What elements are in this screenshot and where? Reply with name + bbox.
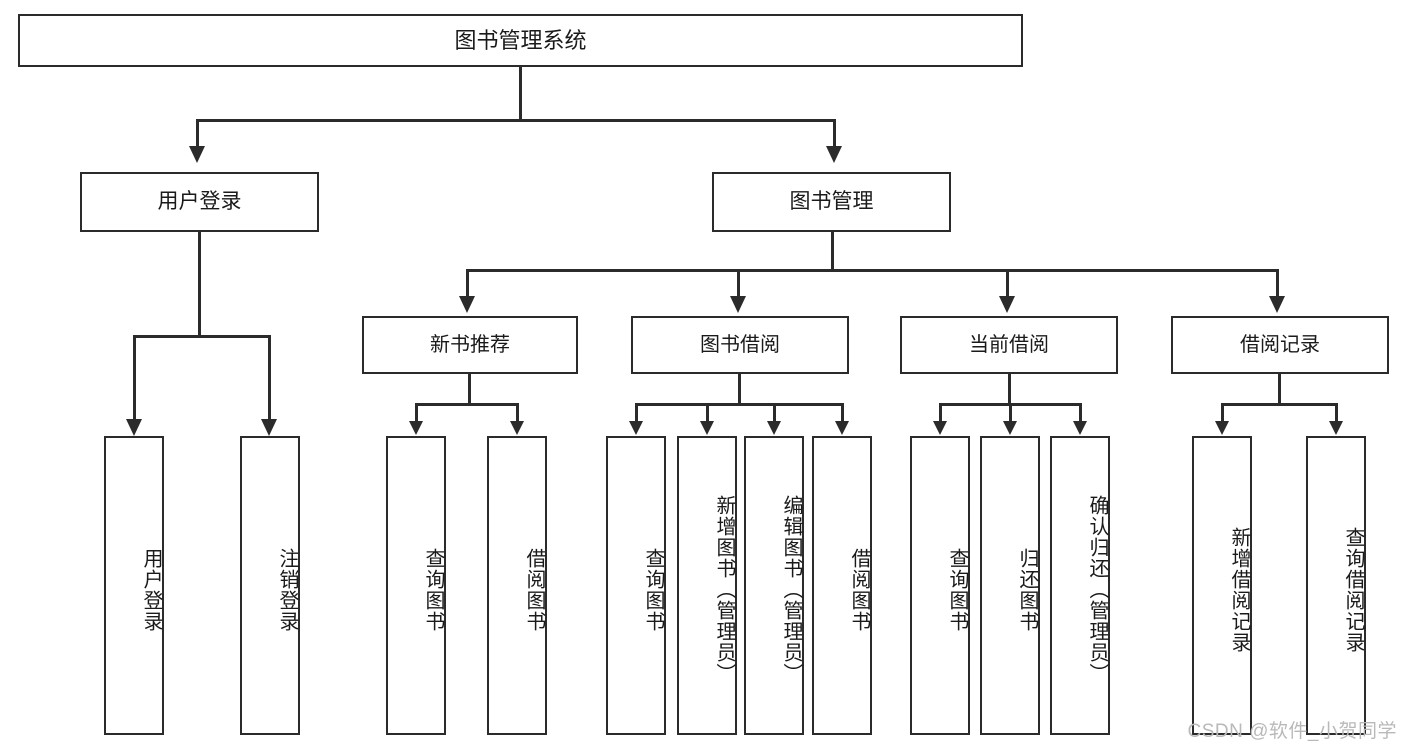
node-label: 图书管理	[789, 189, 874, 213]
leaf-label: 用户登录	[140, 547, 162, 632]
connector-new-book-leaf2	[516, 403, 519, 421]
leaf-confirm-return-admin[interactable]: 确认归还（管理员）	[1050, 436, 1110, 735]
connector-current-borrow-leaf2	[1009, 403, 1012, 421]
node-borrow-record[interactable]: 借阅记录	[1171, 316, 1389, 374]
node-current-borrow[interactable]: 当前借阅	[900, 316, 1118, 374]
leaf-label: 借阅图书	[848, 547, 870, 632]
leaf-label: 注销登录	[276, 547, 298, 632]
node-label: 新书推荐	[430, 333, 510, 356]
connector-borrow-record-bus	[1221, 403, 1336, 406]
arrowhead-book-borrow-leaf4	[835, 421, 849, 435]
connector-book-borrow-leaf2	[706, 403, 709, 421]
leaf-add-book-admin[interactable]: 新增图书（管理员）	[677, 436, 737, 735]
arrowhead-borrow-record-leaf1	[1215, 421, 1229, 435]
arrowhead-leaf-user-login	[126, 419, 142, 436]
connector-current-borrow-leaf3	[1079, 403, 1082, 421]
arrowhead-borrow-record-leaf2	[1329, 421, 1343, 435]
arrowhead-book-borrow	[730, 296, 746, 313]
node-label: 图书借阅	[700, 333, 780, 356]
connector-book-borrow-stem	[738, 374, 741, 405]
leaf-label: 借阅图书	[523, 547, 545, 632]
leaf-query-book-recommend[interactable]: 查询图书	[386, 436, 446, 735]
connector-user-login-leaf1	[133, 335, 136, 421]
connector-to-new-book	[466, 269, 469, 296]
connector-new-book-stem	[468, 374, 471, 405]
arrowhead-user-login	[189, 146, 205, 163]
connector-root-to-user-login	[196, 119, 199, 146]
connector-to-book-borrow	[737, 269, 740, 296]
arrowhead-current-borrow-leaf3	[1073, 421, 1087, 435]
arrowhead-book-borrow-leaf3	[767, 421, 781, 435]
connector-to-borrow-record	[1276, 269, 1279, 296]
node-new-book-recommend[interactable]: 新书推荐	[362, 316, 578, 374]
connector-new-book-leaf1	[415, 403, 418, 421]
leaf-edit-book-admin[interactable]: 编辑图书（管理员）	[744, 436, 804, 735]
node-label: 当前借阅	[969, 333, 1049, 356]
connector-root-stem	[519, 67, 522, 119]
leaf-query-book-current[interactable]: 查询图书	[910, 436, 970, 735]
connector-current-borrow-stem	[1008, 374, 1011, 405]
connector-book-mgmt-stem	[831, 232, 834, 271]
connector-user-login-bus	[133, 335, 271, 338]
arrowhead-current-borrow-leaf2	[1003, 421, 1017, 435]
leaf-label: 确认归还（管理员）	[1086, 495, 1108, 684]
connector-new-book-bus	[415, 403, 517, 406]
connector-root-bus	[196, 119, 836, 122]
connector-book-borrow-leaf3	[773, 403, 776, 421]
leaf-label: 查询图书	[422, 547, 444, 632]
connector-user-login-leaf2	[268, 335, 271, 421]
connector-root-to-book-mgmt	[833, 119, 836, 146]
leaf-label: 编辑图书（管理员）	[780, 495, 802, 684]
leaf-label: 新增借阅记录	[1228, 526, 1250, 653]
arrowhead-book-mgmt	[826, 146, 842, 163]
leaf-add-borrow-record[interactable]: 新增借阅记录	[1192, 436, 1252, 735]
node-book-borrow[interactable]: 图书借阅	[631, 316, 849, 374]
arrowhead-new-book	[459, 296, 475, 313]
connector-current-borrow-leaf1	[939, 403, 942, 421]
arrowhead-book-borrow-leaf1	[629, 421, 643, 435]
leaf-query-book-borrow[interactable]: 查询图书	[606, 436, 666, 735]
leaf-label: 查询图书	[642, 547, 664, 632]
node-root-system[interactable]: 图书管理系统	[18, 14, 1023, 67]
node-label: 借阅记录	[1240, 333, 1320, 356]
node-book-management[interactable]: 图书管理	[712, 172, 951, 232]
arrowhead-borrow-record	[1269, 296, 1285, 313]
leaf-label: 查询借阅记录	[1342, 526, 1364, 653]
node-label: 图书管理系统	[454, 27, 587, 53]
connector-to-current-borrow	[1006, 269, 1009, 296]
connector-book-borrow-bus	[635, 403, 842, 406]
leaf-label: 归还图书	[1016, 547, 1038, 632]
connector-borrow-record-leaf1	[1221, 403, 1224, 421]
leaf-borrow-book[interactable]: 借阅图书	[812, 436, 872, 735]
arrowhead-new-book-leaf1	[409, 421, 423, 435]
connector-borrow-record-leaf2	[1335, 403, 1338, 421]
arrowhead-current-borrow	[999, 296, 1015, 313]
leaf-user-login[interactable]: 用户登录	[104, 436, 164, 735]
leaf-borrow-book-recommend[interactable]: 借阅图书	[487, 436, 547, 735]
node-label: 用户登录	[157, 189, 242, 213]
leaf-logout[interactable]: 注销登录	[240, 436, 300, 735]
connector-user-login-stem	[198, 232, 201, 335]
arrowhead-new-book-leaf2	[510, 421, 524, 435]
connector-borrow-record-stem	[1278, 374, 1281, 405]
arrowhead-current-borrow-leaf1	[933, 421, 947, 435]
connector-book-mgmt-bus	[466, 269, 1278, 272]
leaf-query-borrow-record[interactable]: 查询借阅记录	[1306, 436, 1366, 735]
leaf-return-book[interactable]: 归还图书	[980, 436, 1040, 735]
leaf-label: 新增图书（管理员）	[713, 495, 735, 684]
connector-book-borrow-leaf4	[841, 403, 844, 421]
arrowhead-leaf-logout	[261, 419, 277, 436]
arrowhead-book-borrow-leaf2	[700, 421, 714, 435]
leaf-label: 查询图书	[946, 547, 968, 632]
node-user-login[interactable]: 用户登录	[80, 172, 319, 232]
connector-book-borrow-leaf1	[635, 403, 638, 421]
